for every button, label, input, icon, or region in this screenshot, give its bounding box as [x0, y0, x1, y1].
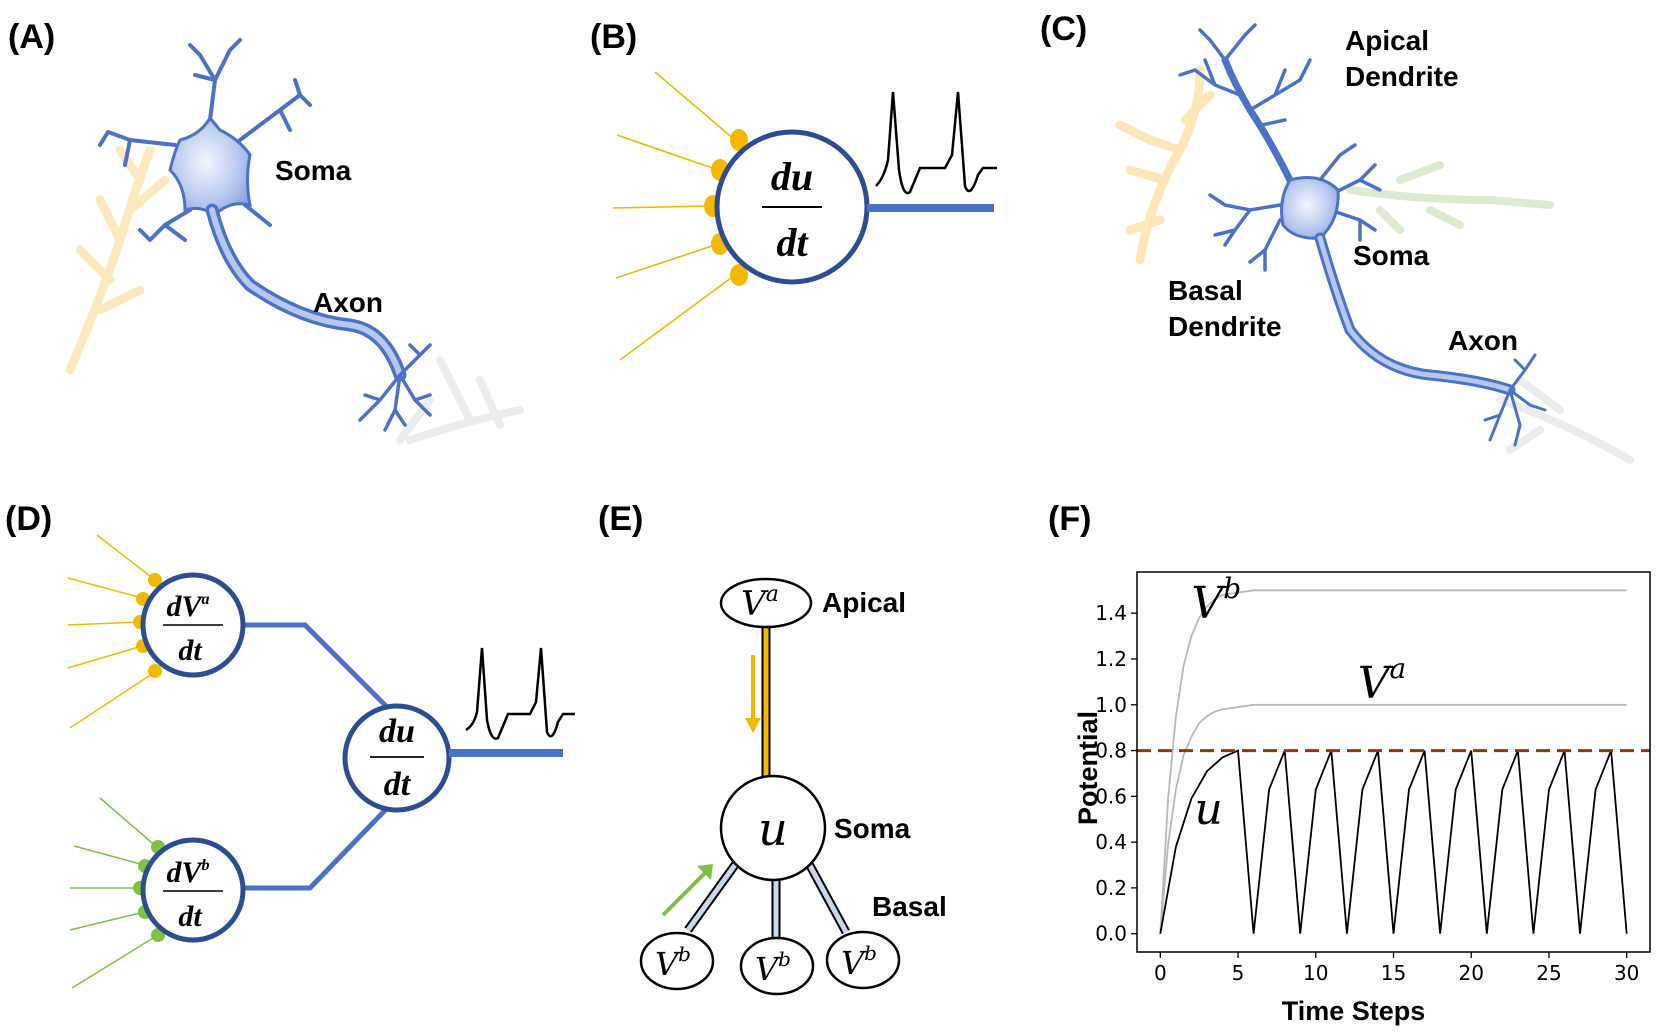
panel-f: (F) 0 5 10 15 20 25 30 0.0 0.2 0.4 0.6 0.8 1.0 1.2 1.4… — [1048, 500, 1651, 1026]
basal-node-1-text: Vb — [655, 942, 691, 983]
potential-chart: 0 5 10 15 20 25 30 0.0 0.2 0.4 0.6 0.8 1.0 1.2 1.4Time… — [1073, 571, 1651, 1026]
panel-d-label: (D) — [5, 500, 52, 538]
y-tick-label: 0.4 — [1095, 830, 1127, 854]
dvb-den: dt — [178, 900, 203, 933]
dendrite-b-circle-d — [140, 837, 246, 943]
basal-node-1 — [639, 931, 715, 991]
faint-neuron-green-c — [1346, 161, 1554, 234]
basal-dendrites — [1208, 143, 1382, 272]
apical-label-2: Dendrite — [1345, 61, 1459, 92]
input-lines-b — [612, 71, 736, 361]
series-line-Va — [1159, 703, 1627, 934]
basal-edges — [684, 855, 850, 942]
soma-label-c: Soma — [1353, 240, 1430, 271]
y-tick-label: 0.8 — [1095, 739, 1127, 763]
series-label-0: Vb — [1191, 572, 1241, 629]
panel-c: (C) Apical Dendrite Som — [1040, 10, 1634, 464]
apical-label-e: Apical — [822, 587, 906, 618]
axon-label-a: Axon — [313, 287, 383, 318]
apical-label-1: Apical — [1345, 25, 1429, 56]
spike-train-b — [875, 91, 997, 195]
neuron-a-axon — [205, 203, 407, 382]
x-tick-label: 0 — [1154, 961, 1167, 985]
y-tick-label: 1.4 — [1095, 601, 1127, 625]
x-tick-label: 20 — [1459, 961, 1484, 985]
soma-node-text: u — [758, 802, 788, 856]
basal-node-2 — [739, 936, 815, 996]
panel-b-label: (B) — [590, 18, 637, 56]
series-line-Vb — [1159, 589, 1627, 934]
basal-node-3-text: Vb — [841, 941, 877, 982]
neuron-a-soma — [168, 115, 252, 217]
x-tick-label: 10 — [1303, 961, 1328, 985]
du-text-d: du — [379, 713, 415, 750]
spike-train-d — [465, 647, 575, 740]
y-tick-label: 0.6 — [1095, 784, 1127, 808]
y-tick-label: 0.2 — [1095, 876, 1127, 900]
du-text-b: du — [771, 154, 813, 199]
faint-neuron-yellow — [65, 145, 170, 375]
apical-dendrite — [1178, 23, 1312, 184]
series-label-2: u — [1195, 784, 1223, 835]
arrow-down-apical — [745, 655, 761, 733]
axon-label-c: Axon — [1448, 325, 1518, 356]
y-axis-label: Potential — [1073, 711, 1103, 825]
soma-label-e: Soma — [834, 813, 911, 844]
y-tick-label: 0.0 — [1095, 922, 1127, 946]
series-label-1: Va — [1358, 652, 1406, 709]
axon-terminals-c — [1483, 353, 1547, 447]
panel-e-label: (E) — [598, 500, 643, 538]
panel-e: (E) Va Apical u Soma Basal Vb Vb Vb — [598, 500, 947, 996]
dt-text-d: dt — [384, 766, 412, 803]
soma-circle-d — [342, 703, 452, 813]
y-tick-label: 1.2 — [1095, 647, 1127, 671]
panel-b: (B) du dt — [590, 18, 997, 361]
x-tick-label: 25 — [1536, 961, 1561, 985]
dt-text-b: dt — [776, 220, 809, 265]
basal-label-e: Basal — [872, 891, 947, 922]
synapses-b — [704, 129, 748, 286]
faint-neuron-gray — [396, 356, 524, 444]
basal-label-1: Basal — [1168, 275, 1243, 306]
x-axis-label: Time Steps — [1282, 996, 1426, 1026]
panel-f-label: (F) — [1048, 500, 1091, 538]
dva-num: dVa — [166, 590, 209, 623]
dva-den: dt — [178, 634, 203, 667]
apical-node-text: Va — [741, 582, 779, 624]
neuron-a-axon-terminals — [358, 343, 432, 432]
panel-d: (D) dVa dt dV — [5, 500, 575, 989]
x-tick-label: 30 — [1614, 961, 1639, 985]
neuron-a-dendrites — [98, 38, 312, 242]
basal-node-2-text: Vb — [755, 947, 791, 988]
x-tick-label: 5 — [1232, 961, 1245, 985]
y-tick-label: 1.0 — [1095, 693, 1127, 717]
input-lines-d-top — [67, 534, 156, 729]
arrow-up-basal — [661, 864, 713, 917]
soma-label-a: Soma — [275, 155, 352, 186]
panel-a-label: (A) — [8, 18, 55, 56]
input-lines-d-bot — [69, 797, 159, 989]
neuron-c-soma — [1280, 176, 1340, 240]
soma-node — [719, 774, 827, 882]
panel-c-label: (C) — [1040, 10, 1087, 48]
dvb-num: dVb — [166, 856, 209, 889]
plot-frame — [1136, 571, 1651, 953]
basal-label-2: Dendrite — [1168, 311, 1282, 342]
panel-a: (A) Soma Axon — [8, 18, 524, 444]
faint-neuron-yellow-c — [1115, 65, 1215, 265]
apical-node — [719, 577, 813, 629]
basal-node-3 — [825, 930, 901, 990]
connections-d — [243, 622, 397, 891]
neuron-c-axon — [1314, 232, 1516, 396]
x-tick-label: 15 — [1381, 961, 1406, 985]
series-line-u — [1159, 749, 1628, 934]
